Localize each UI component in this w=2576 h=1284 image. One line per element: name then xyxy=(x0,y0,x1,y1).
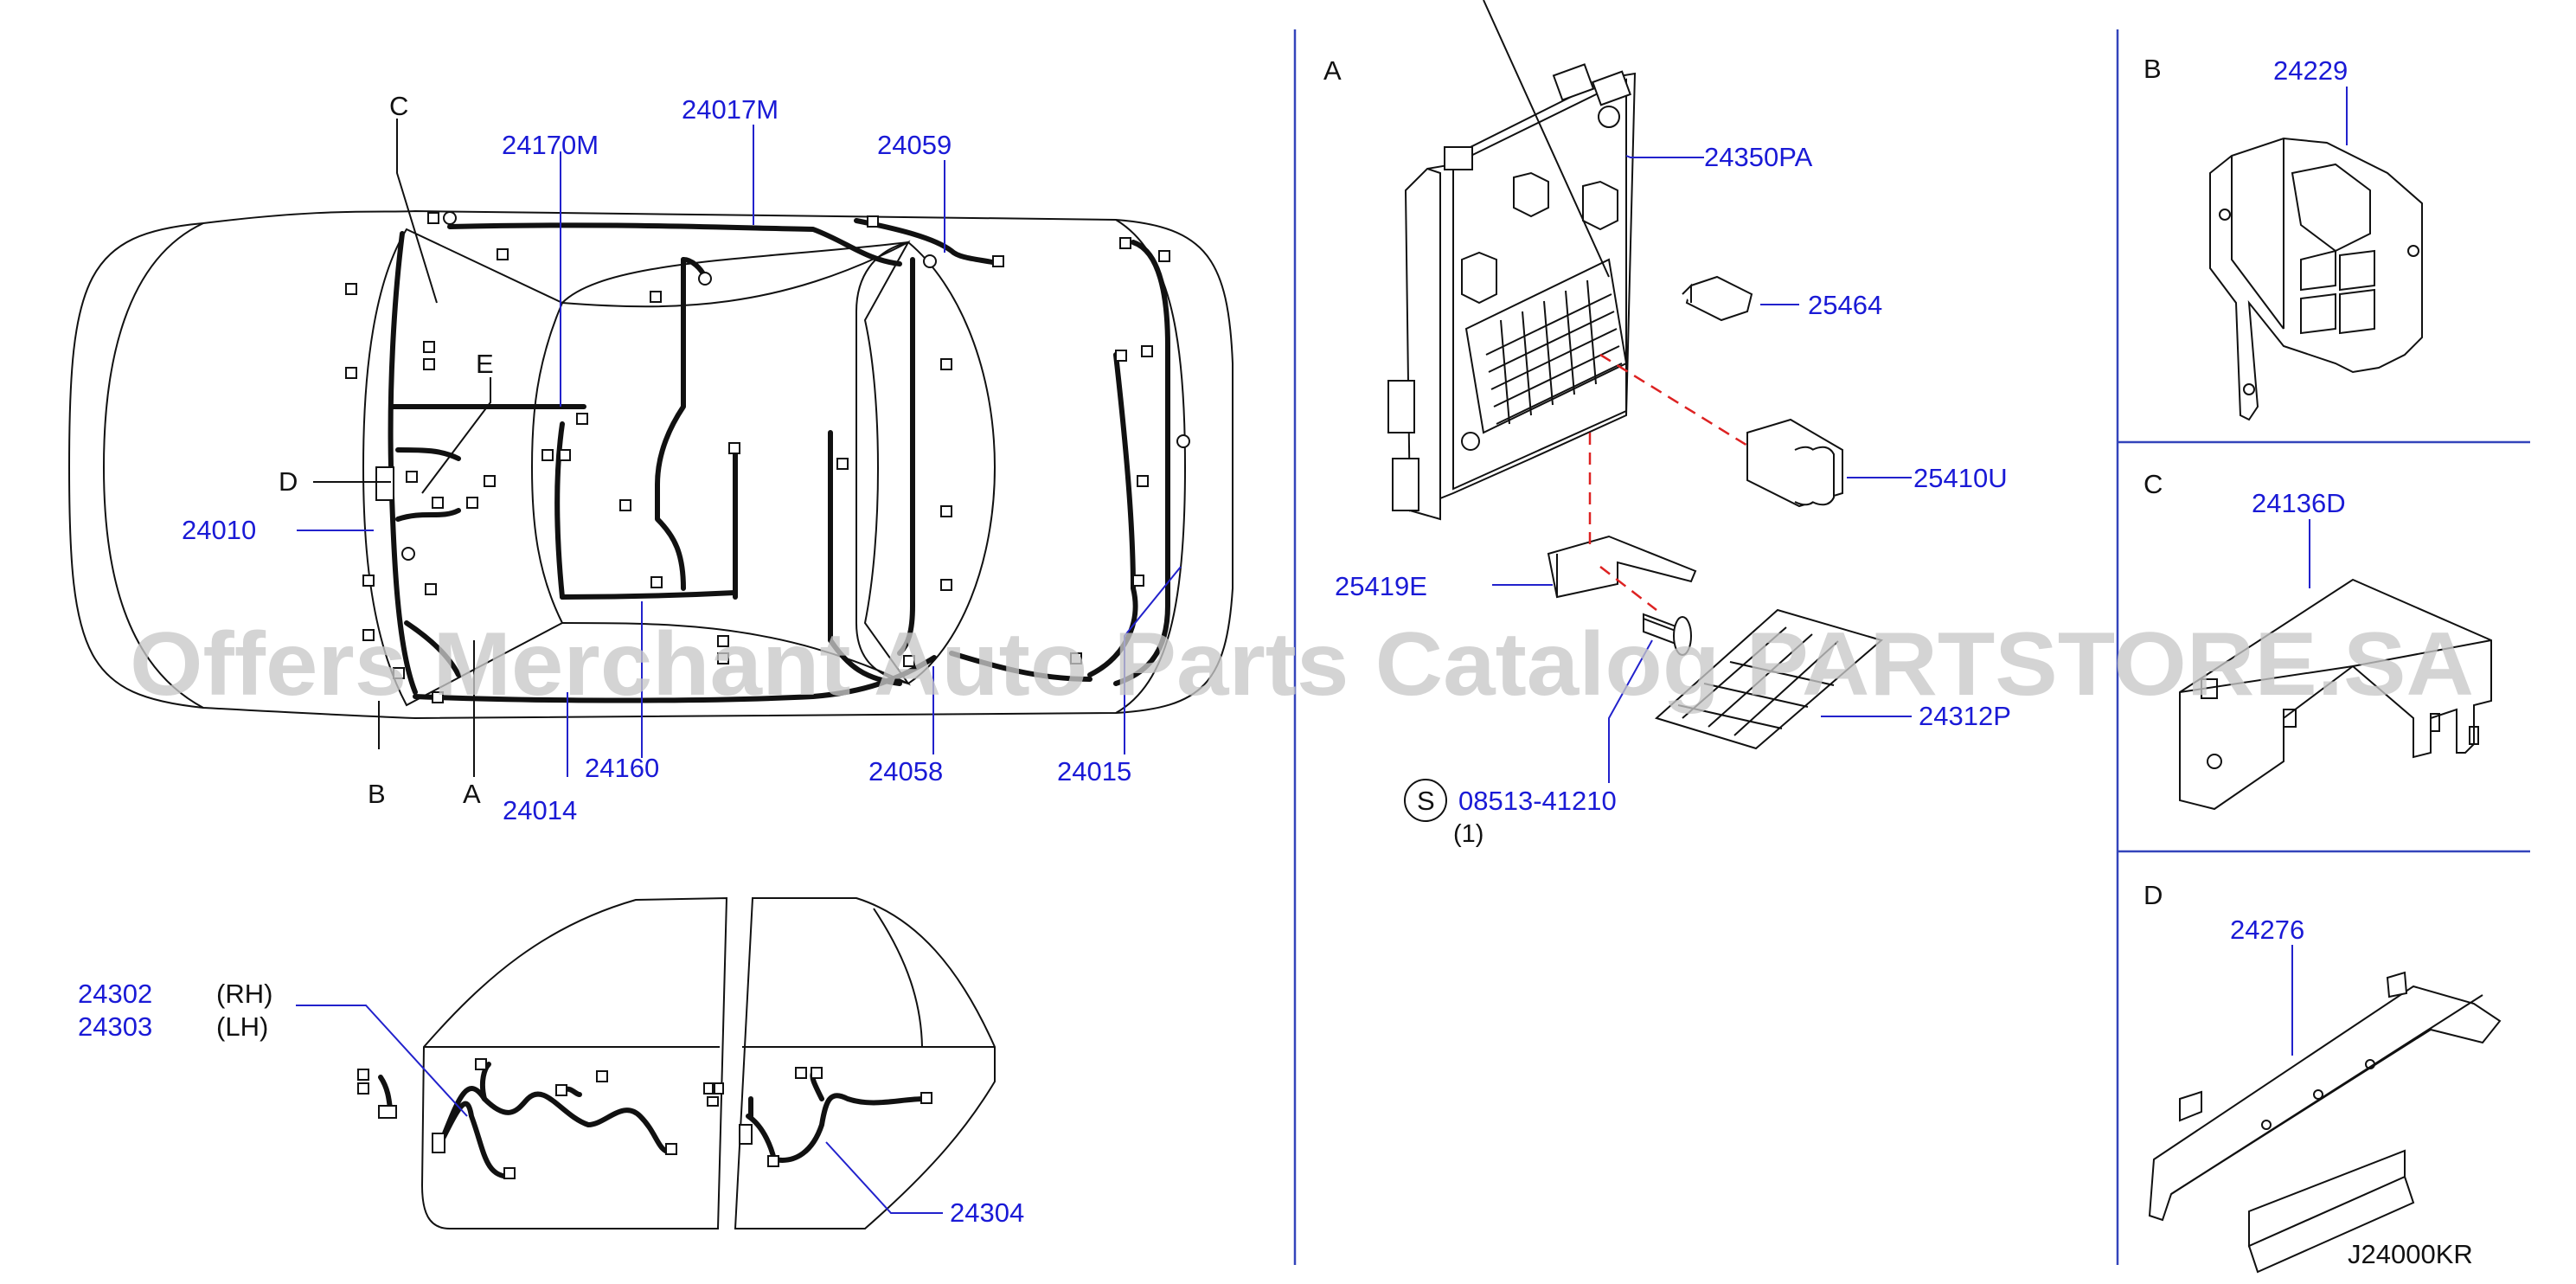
front-door-outline xyxy=(420,896,728,1229)
part-24014[interactable]: 24014 xyxy=(503,795,577,825)
part-24312p[interactable]: 24312P xyxy=(1919,701,2011,731)
part-24229[interactable]: 24229 xyxy=(2273,55,2348,86)
part-24350pa[interactable]: 24350PA xyxy=(1704,142,1813,172)
cover-24312p xyxy=(1655,608,1884,750)
fuse-block-24350pa xyxy=(1387,0,1637,521)
bracket-24229 xyxy=(2209,137,2423,421)
part-24058[interactable]: 24058 xyxy=(868,756,943,786)
part-24160[interactable]: 24160 xyxy=(585,753,659,783)
bracket-24276 xyxy=(2148,971,2502,1274)
callout-d-label: D xyxy=(279,466,298,497)
part-24059[interactable]: 24059 xyxy=(877,130,952,160)
part-25464[interactable]: 25464 xyxy=(1808,290,1882,320)
rear-glass xyxy=(855,241,996,685)
quantity-label: (1) xyxy=(1453,820,1483,848)
panel-a-label: A xyxy=(1323,55,1342,86)
car-leader-lines xyxy=(297,119,1182,777)
car-body-outline xyxy=(67,209,1234,720)
fuse-grid xyxy=(1483,0,1623,425)
side-rh-label: (RH) xyxy=(216,979,272,1009)
fuse-25464 xyxy=(1682,275,1753,322)
door-wires xyxy=(378,1062,928,1179)
watermark-text: Offers Merchant Auto Parts Catalog PARTS… xyxy=(130,614,2474,715)
screw-08513-41210 xyxy=(1643,613,1692,656)
part-24302[interactable]: 24302 xyxy=(78,979,152,1009)
diagram-code: J24000KR xyxy=(2348,1239,2473,1269)
fuse-25410u xyxy=(1746,418,1843,508)
windshield xyxy=(362,228,564,707)
panel-c: C 24136D xyxy=(2143,469,2492,811)
harness-connectors xyxy=(345,211,1190,703)
callout-e-label: E xyxy=(476,349,494,379)
callout-c-label: C xyxy=(389,91,408,121)
part-25419e[interactable]: 25419E xyxy=(1335,571,1427,601)
part-24304[interactable]: 24304 xyxy=(950,1197,1024,1228)
relay-bracket-25419e xyxy=(1547,535,1697,599)
part-24136d[interactable]: 24136D xyxy=(2252,488,2346,518)
door-harness-view: 24302 (RH) 24303 (LH) 24304 xyxy=(78,896,1024,1229)
s-symbol: S xyxy=(1417,786,1435,816)
car-top-view: C E D B A 24170M 24017M 24059 24010 2416… xyxy=(67,91,1234,825)
part-24017m[interactable]: 24017M xyxy=(682,94,779,125)
callout-b-label: B xyxy=(368,779,386,809)
panel-a: A xyxy=(1323,0,2011,848)
callout-a-label: A xyxy=(463,779,481,809)
roof-panel xyxy=(561,240,912,686)
door-connectors xyxy=(357,1058,932,1179)
part-24015[interactable]: 24015 xyxy=(1057,756,1131,786)
part-24010[interactable]: 24010 xyxy=(182,515,256,545)
s-symbol-circle xyxy=(1404,779,1447,822)
panel-d: D 24276 J24000KR xyxy=(2143,880,2502,1274)
harness-wires xyxy=(388,218,1170,703)
panel-c-label: C xyxy=(2143,469,2163,499)
rear-window xyxy=(102,222,204,709)
part-25410u[interactable]: 25410U xyxy=(1913,463,2008,493)
side-lh-label: (LH) xyxy=(216,1011,268,1042)
panel-b-label: B xyxy=(2143,54,2162,84)
panel-b: B 24229 xyxy=(2143,54,2423,421)
part-24276[interactable]: 24276 xyxy=(2230,915,2304,945)
bracket-24136d xyxy=(2179,578,2492,811)
part-24170m[interactable]: 24170M xyxy=(502,130,599,160)
panel-d-label: D xyxy=(2143,880,2163,910)
part-08513-41210[interactable]: 08513-41210 xyxy=(1458,786,1617,816)
part-24303[interactable]: 24303 xyxy=(78,1011,152,1042)
rear-door-outline xyxy=(734,897,996,1229)
